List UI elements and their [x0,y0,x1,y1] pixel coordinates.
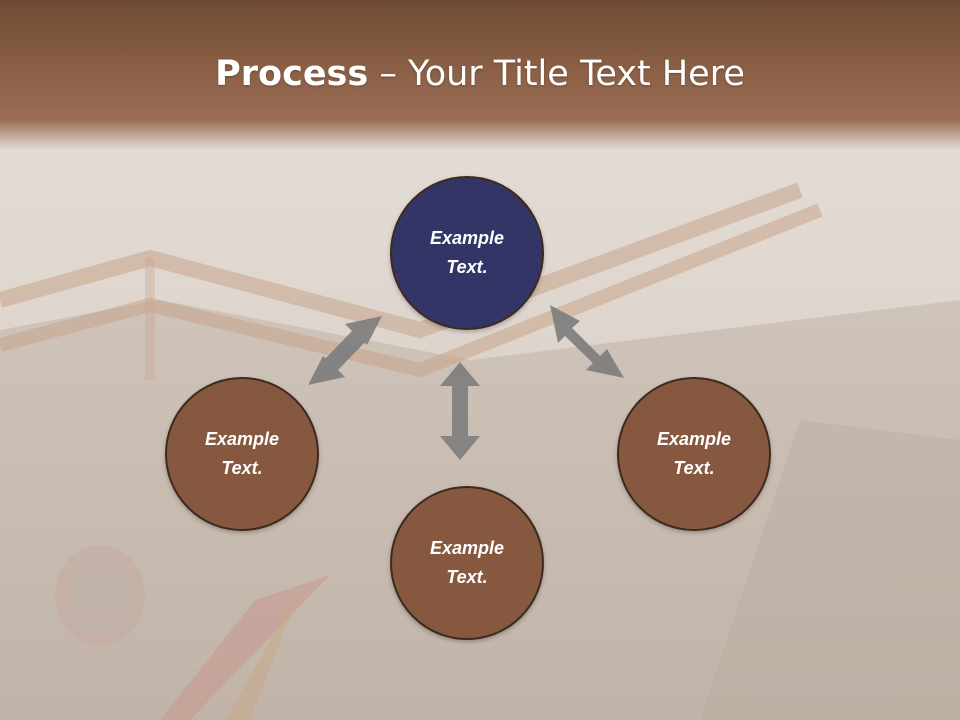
process-node-top: Example Text. [390,176,544,330]
node-right-label: Example Text. [634,425,754,483]
node-left-label: Example Text. [182,425,302,483]
title-rest: – Your Title Text Here [368,54,745,94]
node-right-line1: Example [656,429,732,449]
node-top-label: Example Text. [407,224,527,282]
process-node-right: Example Text. [617,377,771,531]
arrow-center-vertical [440,362,480,460]
node-bottom-line2: Text. [446,567,488,587]
process-node-left: Example Text. [165,377,319,531]
node-left-line1: Example [204,429,280,449]
node-top-line1: Example [429,228,505,248]
node-bottom-line1: Example [429,538,505,558]
node-left-line2: Text. [221,458,263,478]
node-right-line2: Text. [673,458,715,478]
title-bold: Process [215,54,369,94]
title-bar [0,0,960,150]
slide-title: Process – Your Title Text Here [0,52,960,96]
node-top-line2: Text. [446,257,488,277]
node-bottom-label: Example Text. [407,534,527,592]
arrow-top-right [550,305,624,378]
arrow-top-left [308,316,382,385]
process-node-bottom: Example Text. [390,486,544,640]
